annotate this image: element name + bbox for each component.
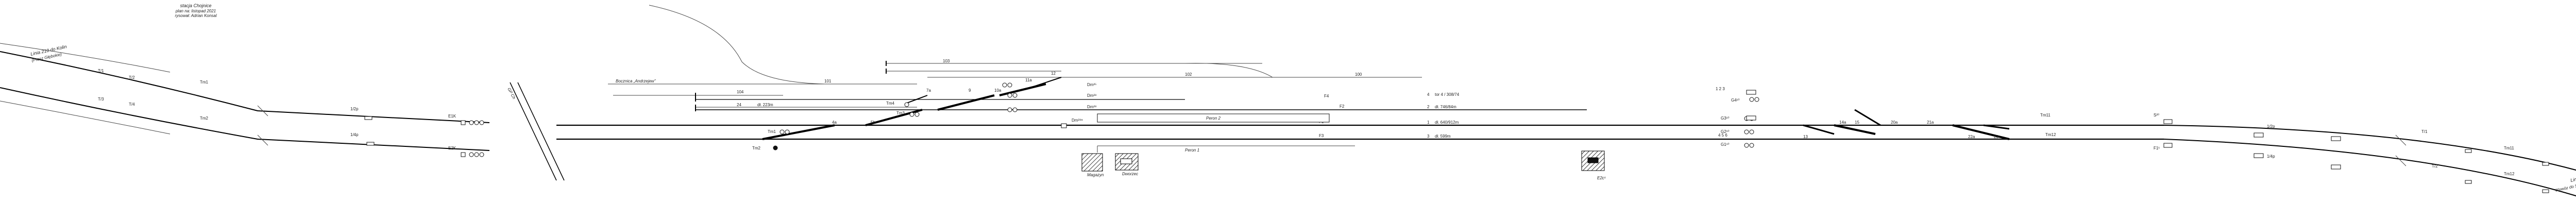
signal-label-g1: G1¹⁰ [1721,142,1730,147]
track-label-100: 100 [1355,72,1362,77]
dworzec-label: Dworzec [1122,172,1138,176]
signal-label-g2: G2¹⁰ [1721,129,1730,134]
entry-signal-e1k: E1K [448,114,484,125]
svg-text:21a: 21a [1927,120,1934,125]
signal-label-g3: G3¹⁰ [1721,116,1730,121]
signal-label-tm2: Tm2 [752,146,761,150]
svg-text:1/2p: 1/2p [2267,124,2275,129]
signal-label-dm4: Dm²⁸ᵃ [1072,118,1083,123]
siding-label: Bocznica „Andrzejew" [616,79,656,83]
title-line-station: stacja Chojnice [180,3,211,8]
overpass: GP Ch [506,82,565,181]
svg-text:T/3: T/3 [98,97,104,102]
signal-label-f11: F1¹ [2154,146,2160,150]
track-num-24: 24 [737,103,741,107]
svg-text:4a: 4a [832,120,837,125]
svg-text:10a: 10a [994,88,1002,93]
signal-label-dm1: Dm²⁵ [1087,82,1096,87]
switch-numbers: 4a 5b 7a 9 10a 11a 12 13 14a 15 20a 21a … [832,71,1998,139]
svg-text:13: 13 [1803,135,1808,139]
track-len-24: dł. 223m [757,103,773,107]
track-len-1: dł. 640/912m [1435,120,1459,125]
signal-label-dm3: Dm²⁸ [1087,105,1096,109]
signal-label-f2: F2 [1340,104,1345,109]
km-label-2: 4 5 6 [1718,133,1727,138]
kilometer-markers: 1 2 3 4 5 6 [1716,87,1756,138]
platform-2: Peron 2 [1097,113,1330,123]
svg-text:Tm12: Tm12 [2504,172,2515,176]
svg-text:T/1: T/1 [2421,129,2428,134]
signal-label-tm4: Tm4 [886,101,895,106]
title-line-author: rysował: Adrian Konsal [175,13,216,18]
track-label-102: 102 [1185,72,1192,77]
track-num-4: 4 [1427,92,1430,97]
left-approach-tracks [0,43,490,151]
platform-1-label: Peron 1 [1185,148,1199,153]
track-len-2: dł. 746/84m [1435,105,1456,109]
svg-text:T/4: T/4 [129,102,135,107]
track-num-2: 2 [1427,105,1430,109]
track-len-4: tor 4 / 308/74 [1435,92,1460,97]
signal-label-e2k: E2K [448,146,456,150]
station-buildings: Magazyn Dworzec E2c¹ [1081,150,1606,180]
svg-text:5b: 5b [871,120,875,125]
kc-label: E2c¹ [1597,176,1606,180]
signal-label-tm12: Tm12 [2045,132,2056,137]
svg-text:1/4p: 1/4p [350,132,359,137]
svg-text:23: 23 [1994,135,1998,139]
km-label-1: 1 2 3 [1716,87,1725,91]
track-label-103: 103 [943,59,950,63]
signal-label-g4: G4¹⁰ [1731,98,1740,103]
exit-signals-right: G4¹⁰ G2¹⁰ G1¹⁰ G3¹⁰ Tm11 Tm12 S²⁰ F1¹ [1721,97,2173,150]
svg-text:1/4p: 1/4p [2267,154,2275,159]
svg-text:11a: 11a [1025,78,1032,82]
svg-text:20a: 20a [1891,120,1898,125]
svg-text:12: 12 [1051,71,1056,76]
magazyn-label: Magazyn [1087,173,1104,177]
signal-label-f3: F3 [1319,133,1324,138]
right-approach-tracks [2163,125,2576,197]
svg-text:9: 9 [969,88,971,93]
svg-text:T/1: T/1 [98,69,104,73]
mid-signal-heads [1002,82,1067,128]
title-line-plan: plan na: listopad 2021 [175,9,216,13]
turnouts-right [1803,109,2010,140]
track-len-3: dł. 599m [1435,134,1451,139]
track-num-1: 1 [1427,120,1430,125]
svg-text:T/2: T/2 [129,75,135,80]
signal-label-tm1: Tm1 [768,129,776,134]
entry-signal-e2k: E2K [448,146,484,157]
signal-label-dm2: Dm²⁸ [1087,93,1096,98]
right-approach-signals: 1/2p 1/4p T/1 T/2 Tm11 Tm12 [2253,124,2549,193]
main-tracks [556,5,2164,140]
svg-text:22a: 22a [1968,135,1975,139]
svg-text:7a: 7a [926,88,931,93]
platform-1: Peron 1 [1097,145,1355,153]
signal-label-tm11: Tm11 [2040,113,2050,118]
signal-label-e1k: E1K [448,114,456,119]
track-labels: 104 101 103 102 100 24 dł. 223m 4 tor 4 … [616,59,1460,139]
svg-text:Tm2: Tm2 [200,116,209,121]
svg-text:15: 15 [1855,120,1859,125]
left-station-signals: Tm1 Tm2 Tm3 Tm4 [752,101,920,150]
left-approach-signals: T/1 T/2 T/3 T/4 Tm1 Tm2 1/2p 1/4p [98,69,375,146]
svg-text:Tm11: Tm11 [2504,146,2514,150]
buffer-stops [695,61,887,111]
track-label-101: 101 [824,79,832,83]
track-label-104: 104 [737,90,744,94]
signal-label-f4: F4 [1324,94,1329,98]
track-num-3: 3 [1427,134,1430,139]
signal-label-tm3: Tm3 [896,111,905,115]
svg-text:1/2p: 1/2p [350,107,359,111]
mid-signals: Dm²⁵ Dm²⁸ Dm²⁸ Dm²⁸ᵃ F4 F2 F1 F3 [1002,82,1345,138]
platform-2-label: Peron 2 [1206,116,1221,121]
svg-text:Tm1: Tm1 [200,80,209,85]
svg-text:T/2: T/2 [2432,164,2438,169]
signal-label-s20: S²⁰ [2154,113,2159,118]
title-block: stacja Chojnice plan na: listopad 2021 r… [175,3,216,18]
svg-text:14a: 14a [1839,120,1846,125]
